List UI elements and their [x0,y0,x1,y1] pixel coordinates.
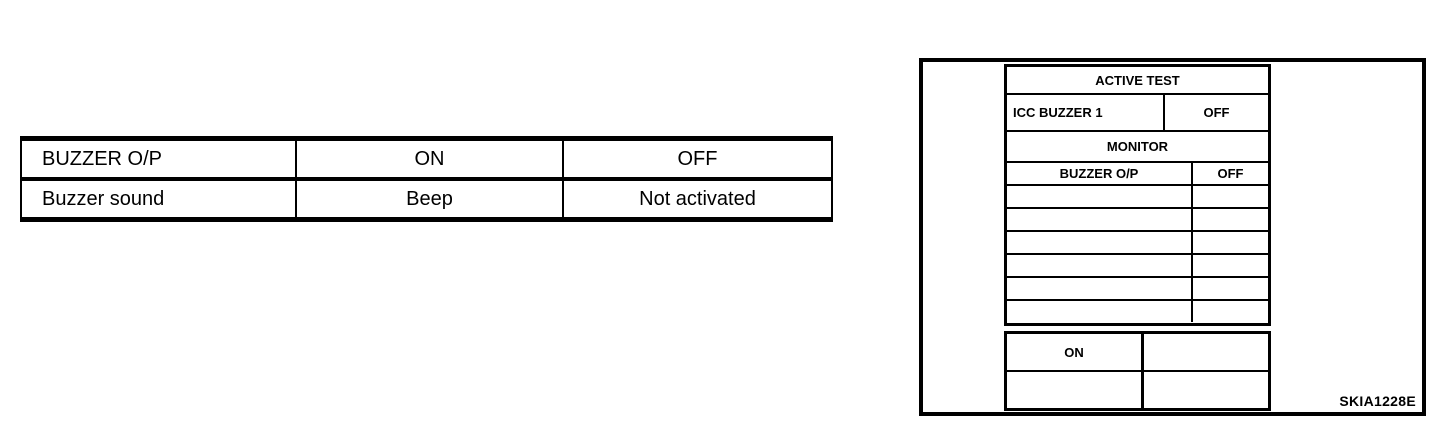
monitor-blank-value [1191,209,1268,230]
monitor-blank-row [1007,207,1268,230]
figure-id-caption: SKIA1228E [1339,393,1416,409]
monitor-blank-value [1191,301,1268,322]
monitor-blank-row [1007,299,1268,322]
monitor-blank-value [1191,186,1268,207]
monitor-blank-name [1007,255,1191,276]
button-on[interactable]: ON [1064,344,1084,360]
active-test-item-row[interactable]: ICC BUZZER 1 OFF [1007,93,1268,130]
monitor-blank-row [1007,253,1268,276]
table-row: BUZZER O/P ON OFF [22,141,831,177]
monitor-blank-row [1007,276,1268,299]
monitor-item-row: BUZZER O/P OFF [1007,161,1268,184]
scan-tool-button-panel: ON [1004,331,1271,411]
table-cell-row-label: Buzzer sound [42,188,165,210]
active-test-header-label: ACTIVE TEST [1095,72,1180,88]
table-row: Buzzer sound Beep Not activated [22,177,831,217]
monitor-item-name: BUZZER O/P [1059,166,1139,181]
monitor-blank-value [1191,232,1268,253]
button-row [1007,370,1268,408]
scan-tool-screen: ACTIVE TEST ICC BUZZER 1 OFF MONITOR BUZ… [1004,64,1271,411]
monitor-blank-name [1007,186,1191,207]
table-cell-value-not-activated: Not activated [562,181,831,217]
button-blank-top-right[interactable] [1141,334,1268,370]
scan-tool-main-table: ACTIVE TEST ICC BUZZER 1 OFF MONITOR BUZ… [1004,64,1271,326]
monitor-header-label: MONITOR [1106,139,1169,154]
monitor-header-row: MONITOR [1007,130,1268,161]
monitor-blank-row [1007,184,1268,207]
monitor-blank-name [1007,209,1191,230]
table-cell-value-on: ON [295,141,562,177]
monitor-blank-value [1191,278,1268,299]
monitor-blank-name [1007,301,1191,322]
button-row: ON [1007,334,1268,370]
button-blank-bottom-left[interactable] [1007,372,1141,408]
figure-frame: ACTIVE TEST ICC BUZZER 1 OFF MONITOR BUZ… [919,58,1426,416]
monitor-blank-name [1007,278,1191,299]
active-test-header-row: ACTIVE TEST [1007,67,1268,93]
active-test-item-name: ICC BUZZER 1 [1013,105,1103,120]
table-cell-row-label: BUZZER O/P [42,148,163,170]
monitor-item-value: OFF [1191,163,1268,184]
monitor-blank-name [1007,232,1191,253]
button-blank-bottom-right[interactable] [1141,372,1268,408]
monitor-blank-value [1191,255,1268,276]
active-test-item-value: OFF [1163,95,1268,130]
table-cell-value-beep: Beep [295,181,562,217]
monitor-blank-row [1007,230,1268,253]
buzzer-operation-table: BUZZER O/P ON OFF Buzzer sound Beep Not … [20,136,833,222]
table-cell-value-off: OFF [562,141,831,177]
